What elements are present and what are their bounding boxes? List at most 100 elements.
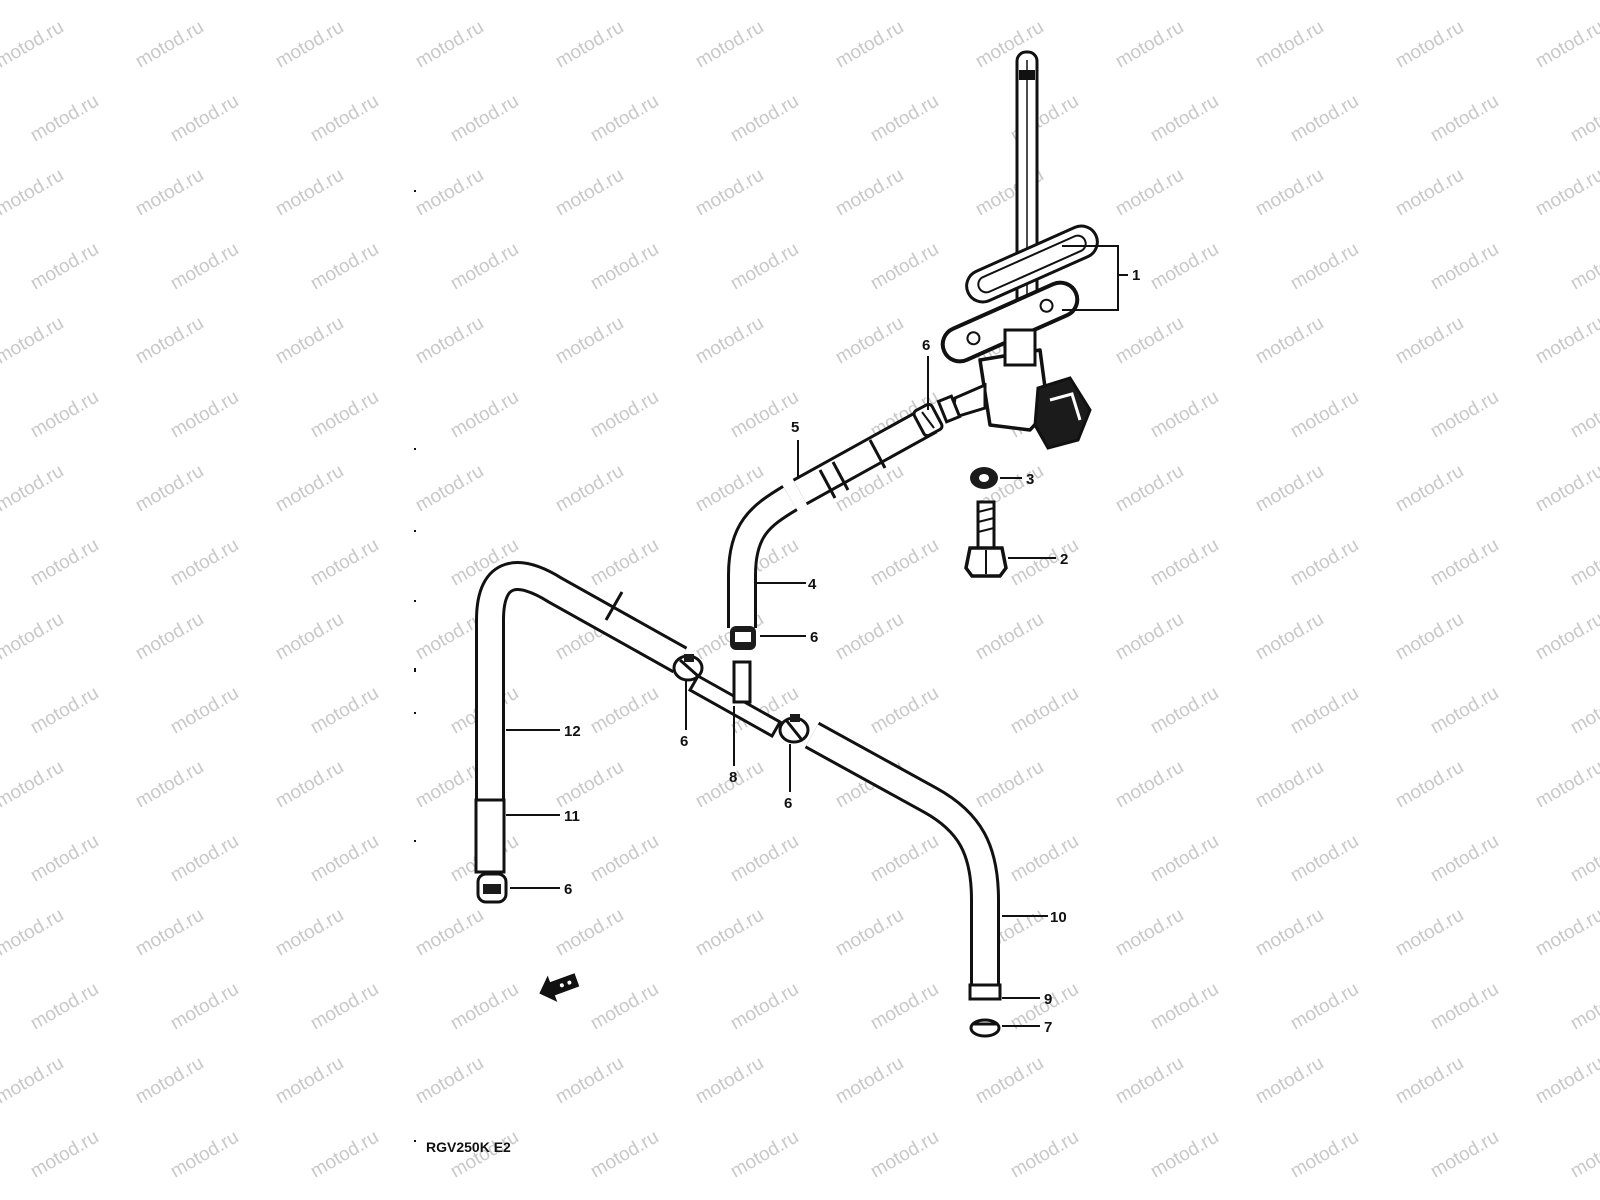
- watermark-text: motod.ru: [587, 979, 662, 1035]
- watermark-text: motod.ru: [1147, 535, 1222, 591]
- watermark-text: motod.ru: [307, 979, 382, 1035]
- fuel-hose-10: [804, 721, 1000, 985]
- watermark-text: motod.ru: [1147, 1127, 1222, 1183]
- watermark-text: motod.ru: [1007, 683, 1082, 739]
- watermark-text: motod.ru: [1427, 831, 1502, 887]
- watermark-text: motod.ru: [1532, 461, 1600, 517]
- fuel-hose-4: [727, 485, 798, 628]
- watermark-text: motod.ru: [167, 1127, 242, 1183]
- watermark-text: motod.ru: [587, 831, 662, 887]
- watermark-text: motod.ru: [1112, 609, 1187, 665]
- callout-10: 10: [1050, 909, 1067, 926]
- watermark-text: motod.ru: [1392, 1053, 1467, 1109]
- watermark-text: motod.ru: [1532, 1053, 1600, 1109]
- watermark-text: motod.ru: [412, 165, 487, 221]
- watermark-text: motod.ru: [832, 609, 907, 665]
- watermark-text: motod.ru: [132, 461, 207, 517]
- watermark-text: motod.ru: [1112, 165, 1187, 221]
- watermark-text: motod.ru: [1252, 461, 1327, 517]
- watermark-text: motod.ru: [1427, 1127, 1502, 1183]
- watermark-text: motod.ru: [1427, 239, 1502, 295]
- watermark-text: motod.ru: [587, 683, 662, 739]
- watermark-text: motod.ru: [1252, 757, 1327, 813]
- watermark-text: motod.ru: [1287, 387, 1362, 443]
- watermark-text: motod.ru: [132, 17, 207, 73]
- watermark-text: motod.ru: [1567, 91, 1600, 147]
- watermark-text: motod.ru: [832, 1053, 907, 1109]
- watermark-text: motod.ru: [27, 979, 102, 1035]
- watermark-text: motod.ru: [1567, 535, 1600, 591]
- watermark-text: motod.ru: [867, 91, 942, 147]
- watermark-text: motod.ru: [272, 757, 347, 813]
- watermark-text: motod.ru: [692, 17, 767, 73]
- watermark-text: motod.ru: [1147, 91, 1222, 147]
- watermark-text: motod.ru: [307, 1127, 382, 1183]
- watermark-text: motod.ru: [0, 609, 67, 665]
- watermark-text: motod.ru: [1532, 17, 1600, 73]
- callout-1: 1: [1132, 267, 1140, 284]
- watermark-text: motod.ru: [972, 609, 1047, 665]
- watermark-text: motod.ru: [167, 91, 242, 147]
- watermark-text: motod.ru: [272, 1053, 347, 1109]
- watermark-text: motod.ru: [972, 757, 1047, 813]
- watermark-text: motod.ru: [1252, 1053, 1327, 1109]
- watermark-text: motod.ru: [1112, 17, 1187, 73]
- watermark-text: motod.ru: [27, 1127, 102, 1183]
- watermark-text: motod.ru: [1007, 535, 1082, 591]
- watermark-text: motod.ru: [0, 461, 67, 517]
- watermark-text: motod.ru: [1252, 905, 1327, 961]
- watermark-text: motod.ru: [272, 165, 347, 221]
- watermark-text: motod.ru: [832, 17, 907, 73]
- watermark-text: motod.ru: [832, 313, 907, 369]
- watermark-text: motod.ru: [167, 979, 242, 1035]
- bolt: [964, 500, 1008, 578]
- watermark-text: motod.ru: [272, 609, 347, 665]
- clamp-6-right: [778, 714, 810, 744]
- watermark-text: motod.ru: [1392, 313, 1467, 369]
- watermark-text: motod.ru: [1287, 1127, 1362, 1183]
- watermark-text: motod.ru: [27, 831, 102, 887]
- watermark-text: motod.ru: [692, 1053, 767, 1109]
- watermark-text: motod.ru: [447, 91, 522, 147]
- watermark-text: motod.ru: [1567, 1127, 1600, 1183]
- watermark-text: motod.ru: [132, 165, 207, 221]
- watermark-text: motod.ru: [1392, 461, 1467, 517]
- front-arrow-icon: [539, 973, 580, 1002]
- callout-3: 3: [1026, 471, 1034, 488]
- watermark-text: motod.ru: [832, 905, 907, 961]
- watermark-text: motod.ru: [1567, 683, 1600, 739]
- watermark-text: motod.ru: [1007, 831, 1082, 887]
- watermark-text: motod.ru: [1252, 313, 1327, 369]
- watermark-text: motod.ru: [412, 313, 487, 369]
- watermark-text: motod.ru: [1532, 905, 1600, 961]
- callout-7: 7: [1044, 1019, 1052, 1036]
- watermark-text: motod.ru: [552, 165, 627, 221]
- watermark-text: motod.ru: [552, 905, 627, 961]
- watermark-text: motod.ru: [1427, 683, 1502, 739]
- watermark-text: motod.ru: [1287, 831, 1362, 887]
- watermark-text: motod.ru: [727, 91, 802, 147]
- watermark-text: motod.ru: [167, 387, 242, 443]
- watermark-text: motod.ru: [587, 91, 662, 147]
- watermark-text: motod.ru: [1147, 831, 1222, 887]
- watermark-text: motod.ru: [307, 387, 382, 443]
- watermark-text: motod.ru: [727, 979, 802, 1035]
- watermark-text: motod.ru: [132, 1053, 207, 1109]
- watermark-text: motod.ru: [1147, 979, 1222, 1035]
- watermark-text: motod.ru: [1112, 905, 1187, 961]
- callout-12: 12: [564, 723, 581, 740]
- watermark-text: motod.ru: [867, 1127, 942, 1183]
- watermark-text: motod.ru: [1532, 313, 1600, 369]
- watermark-text: motod.ru: [1112, 1053, 1187, 1109]
- callout-6-joint: 6: [810, 629, 818, 646]
- watermark-text: motod.ru: [0, 1053, 67, 1109]
- watermark-text: motod.ru: [167, 831, 242, 887]
- watermark-text: motod.ru: [972, 1053, 1047, 1109]
- watermark-text: motod.ru: [1112, 461, 1187, 517]
- watermark-text: motod.ru: [1427, 979, 1502, 1035]
- clamp-6-top: [912, 402, 944, 438]
- watermark-text: motod.ru: [867, 831, 942, 887]
- watermark-text: motod.ru: [307, 535, 382, 591]
- watermark-text: motod.ru: [167, 535, 242, 591]
